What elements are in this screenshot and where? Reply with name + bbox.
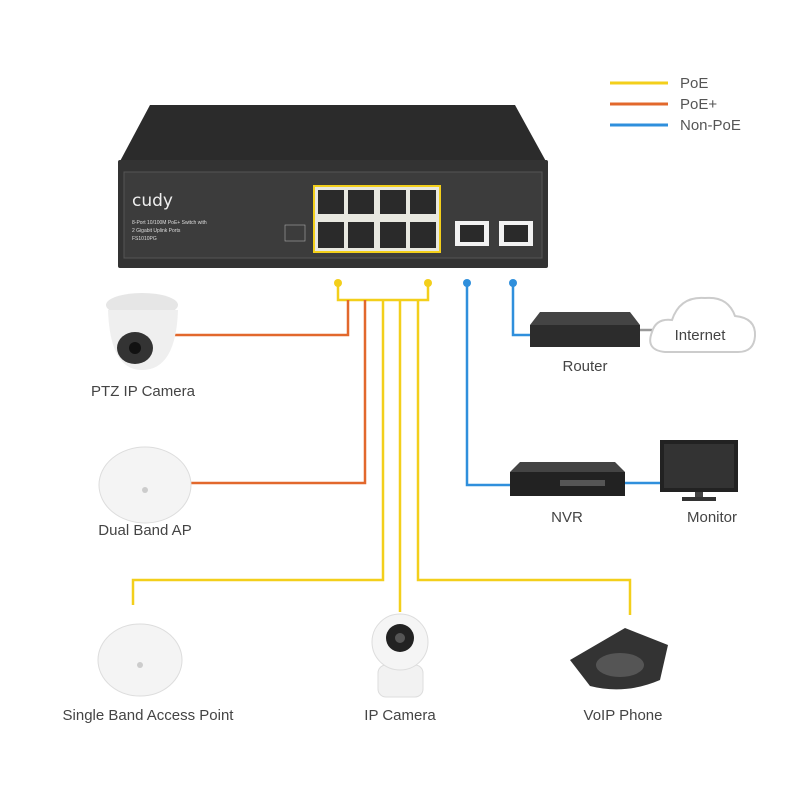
router-icon bbox=[530, 312, 640, 347]
ptz-camera-link bbox=[175, 300, 350, 337]
router-link bbox=[511, 283, 535, 337]
ip-camera-icon bbox=[371, 613, 429, 698]
legend: PoE PoE+ Non-PoE bbox=[610, 75, 741, 134]
single-band-ap-icon bbox=[97, 623, 183, 697]
internet-label: Internet bbox=[675, 327, 727, 344]
voip-phone-label: VoIP Phone bbox=[584, 707, 663, 724]
dual-band-ap-label: Dual Band AP bbox=[98, 522, 191, 539]
switch-model: FS1010PG bbox=[132, 236, 157, 242]
ptz-camera-label: PTZ IP Camera bbox=[91, 383, 196, 400]
monitor-icon bbox=[660, 440, 738, 501]
single-band-ap-link bbox=[131, 300, 385, 605]
switch-brand-logo: cudy bbox=[132, 191, 173, 211]
voip-phone-link bbox=[416, 300, 632, 615]
single-band-ap-label: Single Band Access Point bbox=[63, 707, 235, 724]
poe-bus-line bbox=[336, 283, 430, 302]
switch-description-2: 2 Gigabit Uplink Ports bbox=[132, 228, 181, 234]
poe-switch: cudy 8-Port 10/100M PoE+ Switch with 2 G… bbox=[118, 105, 548, 268]
router-label: Router bbox=[562, 358, 607, 375]
voip-phone-icon bbox=[570, 628, 668, 690]
ip-camera-label: IP Camera bbox=[364, 707, 436, 724]
nvr-icon bbox=[510, 462, 625, 496]
internet-cloud-icon bbox=[649, 296, 757, 353]
nvr-link bbox=[465, 283, 512, 487]
legend-poe-label: PoE bbox=[680, 75, 708, 92]
ptz-camera-icon bbox=[106, 293, 178, 370]
dual-band-ap-link bbox=[190, 300, 367, 485]
legend-poeplus-label: PoE+ bbox=[680, 96, 717, 113]
monitor-label: Monitor bbox=[687, 509, 737, 526]
legend-nonpoe-label: Non-PoE bbox=[680, 117, 741, 134]
switch-description-1: 8-Port 10/100M PoE+ Switch with bbox=[132, 220, 207, 226]
nvr-label: NVR bbox=[551, 509, 583, 526]
dual-band-ap-icon bbox=[98, 446, 192, 524]
